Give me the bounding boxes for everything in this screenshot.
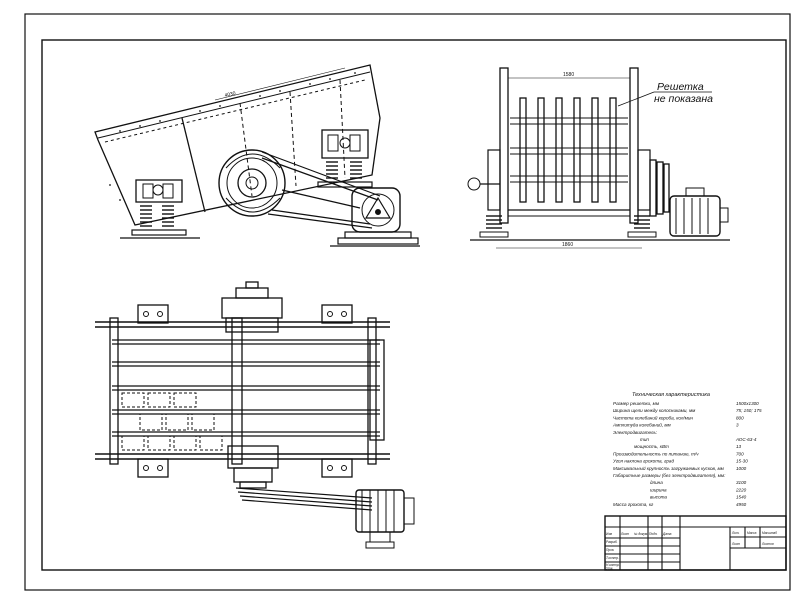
spec-label: Габаритные размеры (без электродвигателя…: [613, 473, 726, 478]
spec-label: Масса грохота, кг: [613, 502, 654, 507]
end-view-pulley: [649, 159, 670, 217]
plan-hidden-blocks: [121, 392, 223, 451]
spec-value: 2220: [735, 487, 747, 492]
plan-motor: [355, 489, 415, 549]
spec-value: 3100: [736, 480, 747, 485]
title-block-cell: Масса: [747, 531, 757, 535]
title-block-cell: Разраб.: [606, 540, 618, 544]
title-block-cell: Дата: [662, 532, 672, 536]
annotation-grate-line2: не показана: [654, 93, 713, 105]
plan-frame-verticals: [109, 317, 385, 465]
end-view-springs: [486, 215, 650, 229]
spec-value: 1500х1300: [736, 401, 759, 406]
side-view-inclined: 4030: [94, 64, 420, 247]
title-block-cell: № докум.: [634, 532, 648, 536]
spec-value: 15-30: [736, 459, 748, 464]
dim-top-width: 1580: [563, 72, 574, 78]
motor-side: [330, 187, 420, 247]
title-block-cell: Подп.: [649, 532, 658, 536]
title-block-cell: Утв.: [606, 567, 613, 571]
spec-label: Производительность по питанию, т/ч: [613, 451, 699, 456]
title-block-cell: Листов: [761, 542, 774, 546]
title-block-cell: Т.контр.: [606, 556, 619, 560]
spec-label: высота: [650, 495, 667, 500]
title-block-cell: Пров.: [606, 548, 615, 552]
title-block-cell: Лист: [731, 542, 741, 546]
screen-box: [94, 64, 381, 226]
sheet-outer-border: [24, 13, 791, 591]
spec-label: Максимальный крупность загружаемых куско…: [613, 465, 725, 471]
spec-label: длина: [650, 480, 663, 485]
spec-label: Размер решетки, мм: [613, 401, 660, 406]
belt-drive: [261, 151, 381, 229]
spec-label: Ширина щели между колосниками, мм: [613, 408, 696, 413]
title-block-cell: Масштаб: [762, 531, 777, 535]
spec-label: ширина: [650, 487, 667, 492]
spec-value: 700: [736, 451, 744, 456]
plan-vibrator-housing: [221, 281, 283, 489]
dim-incline-length: 4030: [224, 91, 236, 99]
specs-title: Техническая характеристика: [632, 392, 710, 398]
spec-label: Угол наклона грохота, град: [613, 459, 674, 464]
annotation-leader: [617, 91, 655, 107]
right-spring-support: [317, 129, 373, 188]
spec-label: Частота колебаний короба, кол/мин: [613, 414, 693, 420]
end-view-motor: [669, 187, 729, 237]
spec-value: 3: [736, 423, 739, 428]
title-block-cell: Лит.: [731, 531, 740, 535]
title-block-cell: Н.контр.: [606, 563, 620, 567]
dim-bottom-width: 1860: [562, 242, 573, 248]
rivet-row: [109, 72, 356, 201]
spec-value: 800: [736, 415, 744, 420]
grate-crossbars: [510, 117, 628, 183]
left-spring-support: [120, 179, 200, 239]
plan-belts: [235, 487, 373, 511]
plan-support-pads: [137, 304, 353, 478]
title-block-cell: Лист: [620, 532, 630, 536]
end-view: 1580 1860: [467, 67, 730, 249]
grate-bars: [519, 97, 617, 203]
spec-label: мощность, кВт: [634, 444, 669, 449]
spec-value: 1540: [736, 495, 747, 500]
spec-value: 4950: [736, 502, 747, 507]
annotation-grate-line1: Решетка: [657, 81, 704, 93]
spec-value: 1000: [736, 466, 747, 471]
drawing-frame: [41, 39, 787, 571]
spec-label: Амплитуда колебаний, мм: [612, 422, 672, 428]
plan-grate-bars: [112, 339, 380, 437]
title-block-cell: Изм: [606, 532, 613, 536]
plan-view: [95, 281, 415, 549]
spec-value: 75; 150; 175: [736, 408, 762, 413]
spec-value: АОС-63-4: [735, 437, 757, 442]
spec-label: тип: [640, 437, 649, 442]
title-block: [604, 515, 787, 571]
spec-value: 13: [736, 444, 742, 449]
vibrator-pulley: [218, 149, 286, 217]
spec-label: Электродвигатель:: [613, 430, 658, 435]
